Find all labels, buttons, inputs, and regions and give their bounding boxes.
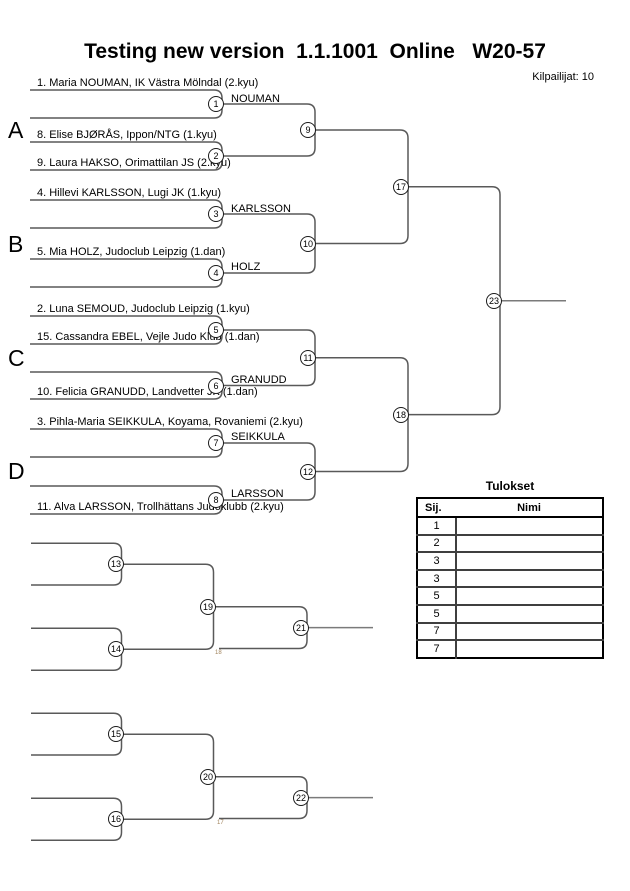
match-circle-23: 23: [486, 292, 502, 309]
match-circle-4: 4: [208, 265, 224, 281]
match-circle-5: 5: [208, 322, 224, 338]
match-circle-11: 11: [300, 349, 316, 366]
player-entry: 1. Maria NOUMAN, IK Västra Mölndal (2.ky…: [37, 77, 259, 89]
match-circle-6: 6: [208, 377, 224, 394]
placement-cell: 7: [417, 639, 457, 658]
results-title: Tulokset: [485, 479, 535, 493]
placement-cell: 5: [417, 603, 457, 623]
match-circle-1: 1: [208, 96, 224, 112]
table-row: 7: [417, 639, 603, 658]
player-entry: 9. Laura HAKSO, Orimattilan JS (2.kyu): [37, 157, 231, 169]
results-table: Sij. Nimi 1 2 3 3 5: [416, 497, 604, 659]
winner-label-m3: KARLSSON: [231, 203, 291, 215]
match-circle-7: 7: [208, 435, 224, 451]
player-entry: 11. Alva LARSSON, Trollhättans Judoklubb…: [37, 501, 284, 513]
winner-label-m1: NOUMAN: [231, 93, 280, 105]
winner-label-m7: SEIKKULA: [231, 431, 285, 443]
page-title: Testing new version 1.1.1001 Online W20-…: [84, 40, 546, 63]
pool-letter-c: C: [8, 345, 25, 371]
player-entry: 3. Pihla-Maria SEIKKULA, Koyama, Rovanie…: [37, 416, 303, 428]
name-cell: [456, 516, 603, 535]
table-row: 1: [417, 516, 603, 535]
table-row: 3: [417, 551, 603, 570]
player-entry: 10. Felicia GRANUDD, Landvetter JK (1.da…: [37, 386, 258, 398]
results-column-nimi: Nimi: [456, 498, 603, 518]
match-circle-16: 16: [108, 811, 124, 828]
player-entry: 8. Elise BJØRÅS, Ippon/NTG (1.kyu): [37, 129, 217, 141]
pool-letter-d: D: [8, 458, 25, 484]
match-circle-13: 13: [108, 556, 124, 573]
name-cell: [456, 603, 603, 623]
repechage-loser-ref-18: 18: [215, 650, 222, 656]
results-column-sij: Sij.: [417, 498, 456, 518]
player-entry: 2. Luna SEMOUD, Judoclub Leipzig (1.kyu): [37, 303, 250, 315]
match-circle-2: 2: [208, 148, 224, 164]
match-circle-22: 22: [293, 789, 309, 806]
repechage-loser-ref-17: 17: [217, 820, 224, 826]
table-row: 2: [417, 533, 603, 553]
repechage-bracket-lines: [31, 542, 373, 842]
placement-cell: 2: [417, 533, 457, 553]
table-row: 5: [417, 603, 603, 623]
table-row: 3: [417, 568, 603, 588]
placement-cell: 1: [417, 516, 457, 535]
name-cell: [456, 533, 603, 553]
player-entry: 15. Cassandra EBEL, Vejle Judo Klub (1.d…: [37, 331, 260, 343]
match-circle-19: 19: [200, 598, 216, 615]
pool-letter-a: A: [8, 117, 24, 143]
player-entry: 5. Mia HOLZ, Judoclub Leipzig (1.dan): [37, 246, 226, 258]
name-cell: [456, 639, 603, 658]
competitors-count: Kilpailijat: 10: [532, 71, 594, 83]
match-circle-14: 14: [108, 641, 124, 658]
match-circle-9: 9: [300, 122, 316, 138]
match-circle-10: 10: [300, 235, 316, 252]
match-circle-20: 20: [200, 768, 216, 785]
table-row: 5: [417, 586, 603, 605]
match-circle-15: 15: [108, 726, 124, 743]
match-circle-8: 8: [208, 492, 224, 508]
placement-cell: 5: [417, 586, 457, 605]
name-cell: [456, 621, 603, 641]
name-cell: [456, 551, 603, 570]
player-entry: 4. Hillevi KARLSSON, Lugi JK (1.kyu): [37, 187, 222, 199]
placement-cell: 7: [417, 621, 457, 641]
name-cell: [456, 568, 603, 588]
placement-cell: 3: [417, 568, 457, 588]
match-circle-18: 18: [393, 406, 409, 423]
winner-label-m6: GRANUDD: [231, 374, 287, 386]
match-circle-17: 17: [393, 178, 409, 195]
table-row: 7: [417, 621, 603, 641]
name-cell: [456, 586, 603, 605]
winner-label-m4: HOLZ: [231, 261, 261, 273]
winner-label-m8: LARSSON: [231, 488, 284, 500]
pool-letter-b: B: [8, 231, 24, 257]
placement-cell: 3: [417, 551, 457, 570]
match-circle-12: 12: [300, 463, 316, 480]
match-circle-3: 3: [208, 206, 224, 222]
match-circle-21: 21: [293, 619, 309, 636]
